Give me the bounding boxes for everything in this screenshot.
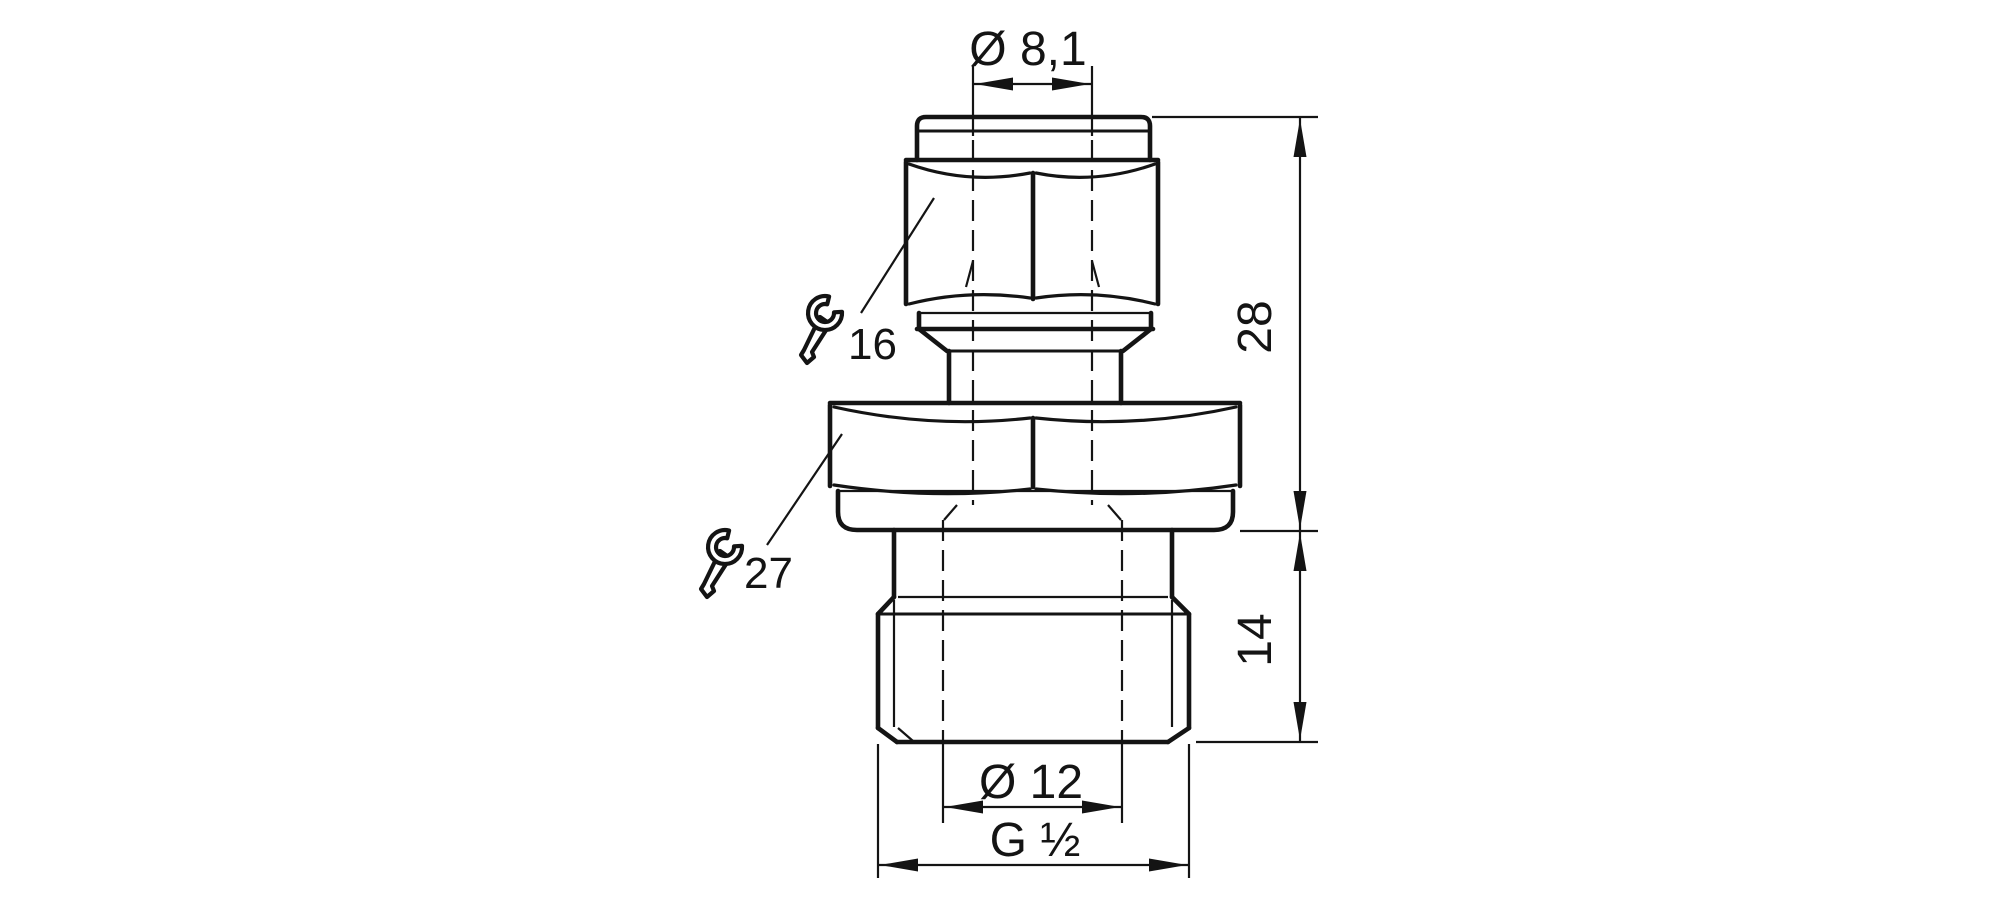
part-outline: [827, 114, 1243, 745]
arrowhead-14-top: [1293, 533, 1307, 571]
dim-label-lower-bore: Ø 12: [979, 756, 1083, 809]
thread-chamfer-bottom-left: [875, 725, 900, 745]
bore-jog-upper-left: [964, 260, 975, 288]
arrowhead-14-bottom: [1293, 702, 1307, 740]
cap-outline: [914, 114, 1153, 163]
leader-wrench-27: [766, 433, 843, 546]
upper-hex-chamfer-arcs-top: [907, 162, 1157, 179]
bore-transition-left: [943, 504, 958, 521]
hidden-bore-lines: [941, 140, 1124, 741]
arrowhead-bore12-left: [945, 800, 983, 814]
bore-jog-upper-right: [1090, 260, 1101, 288]
taper-right: [1120, 326, 1154, 354]
wrench-icon: [801, 296, 842, 363]
dimension-labels: Ø 8,1 28 14 Ø 12 G ½ 16 27: [744, 23, 1282, 867]
dim-label-upper-height: 28: [1229, 300, 1282, 353]
wrench-icon: [701, 530, 742, 597]
arrowhead-bore8-left: [975, 77, 1013, 91]
arrowhead-thread-right: [1149, 858, 1187, 872]
lower-hex-chamfer-arcs-top: [832, 405, 1238, 424]
arrowhead-bore8-right: [1052, 77, 1090, 91]
arrowhead-bore12-right: [1082, 800, 1120, 814]
wrench-size-label-upper: 16: [848, 320, 897, 369]
dim-label-top-bore: Ø 8,1: [969, 23, 1086, 76]
arrowhead-28-top: [1293, 119, 1307, 157]
collar-outline: [835, 488, 1236, 533]
upper-hex-chamfer-arcs-bottom: [907, 293, 1157, 306]
taper-left: [916, 326, 950, 354]
thread-runout-tick: [897, 727, 914, 742]
thread-chamfer-top-right: [1169, 594, 1192, 617]
arrowhead-28-bottom: [1293, 491, 1307, 529]
dim-label-thread-length: 14: [1229, 613, 1282, 666]
thread-chamfer-top-left: [875, 594, 897, 617]
thread-chamfer-bottom-right: [1165, 725, 1192, 745]
dim-label-thread-size: G ½: [990, 814, 1081, 867]
wrench-size-label-lower: 27: [744, 549, 793, 598]
leader-wrench-16: [860, 197, 935, 314]
arrowhead-thread-left: [880, 858, 918, 872]
bore-transition-right: [1107, 504, 1122, 521]
flange-outline: [914, 310, 1156, 332]
dimension-lines: [766, 66, 1318, 878]
